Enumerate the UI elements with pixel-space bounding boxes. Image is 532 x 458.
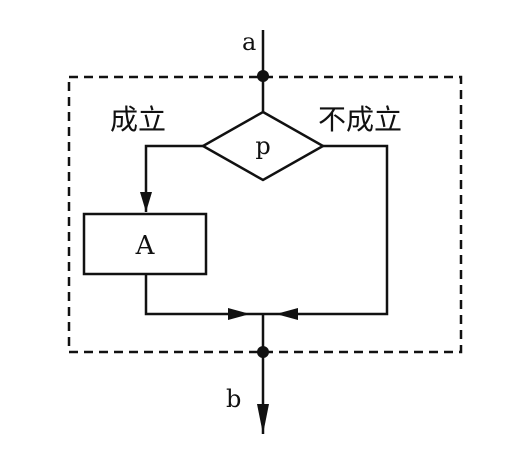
exit-arrowhead	[257, 404, 269, 434]
process-merge-line	[144, 274, 263, 316]
entry-node-dot	[257, 70, 269, 82]
false-branch-label: 不成立	[318, 103, 402, 136]
true-branch-line	[144, 144, 203, 212]
right-merge-arrowhead	[276, 308, 298, 320]
condition-label: p	[255, 132, 270, 160]
entry-label: a	[242, 28, 256, 56]
false-branch-line	[263, 144, 389, 316]
exit-node-dot	[257, 346, 269, 358]
process-label: A	[135, 231, 156, 261]
decision-diamond	[200, 110, 326, 182]
true-branch-arrowhead	[140, 192, 152, 212]
true-branch-label: 成立	[110, 103, 166, 136]
exit-label: b	[226, 385, 241, 413]
left-merge-arrowhead	[228, 308, 250, 320]
process-box	[82, 212, 208, 276]
